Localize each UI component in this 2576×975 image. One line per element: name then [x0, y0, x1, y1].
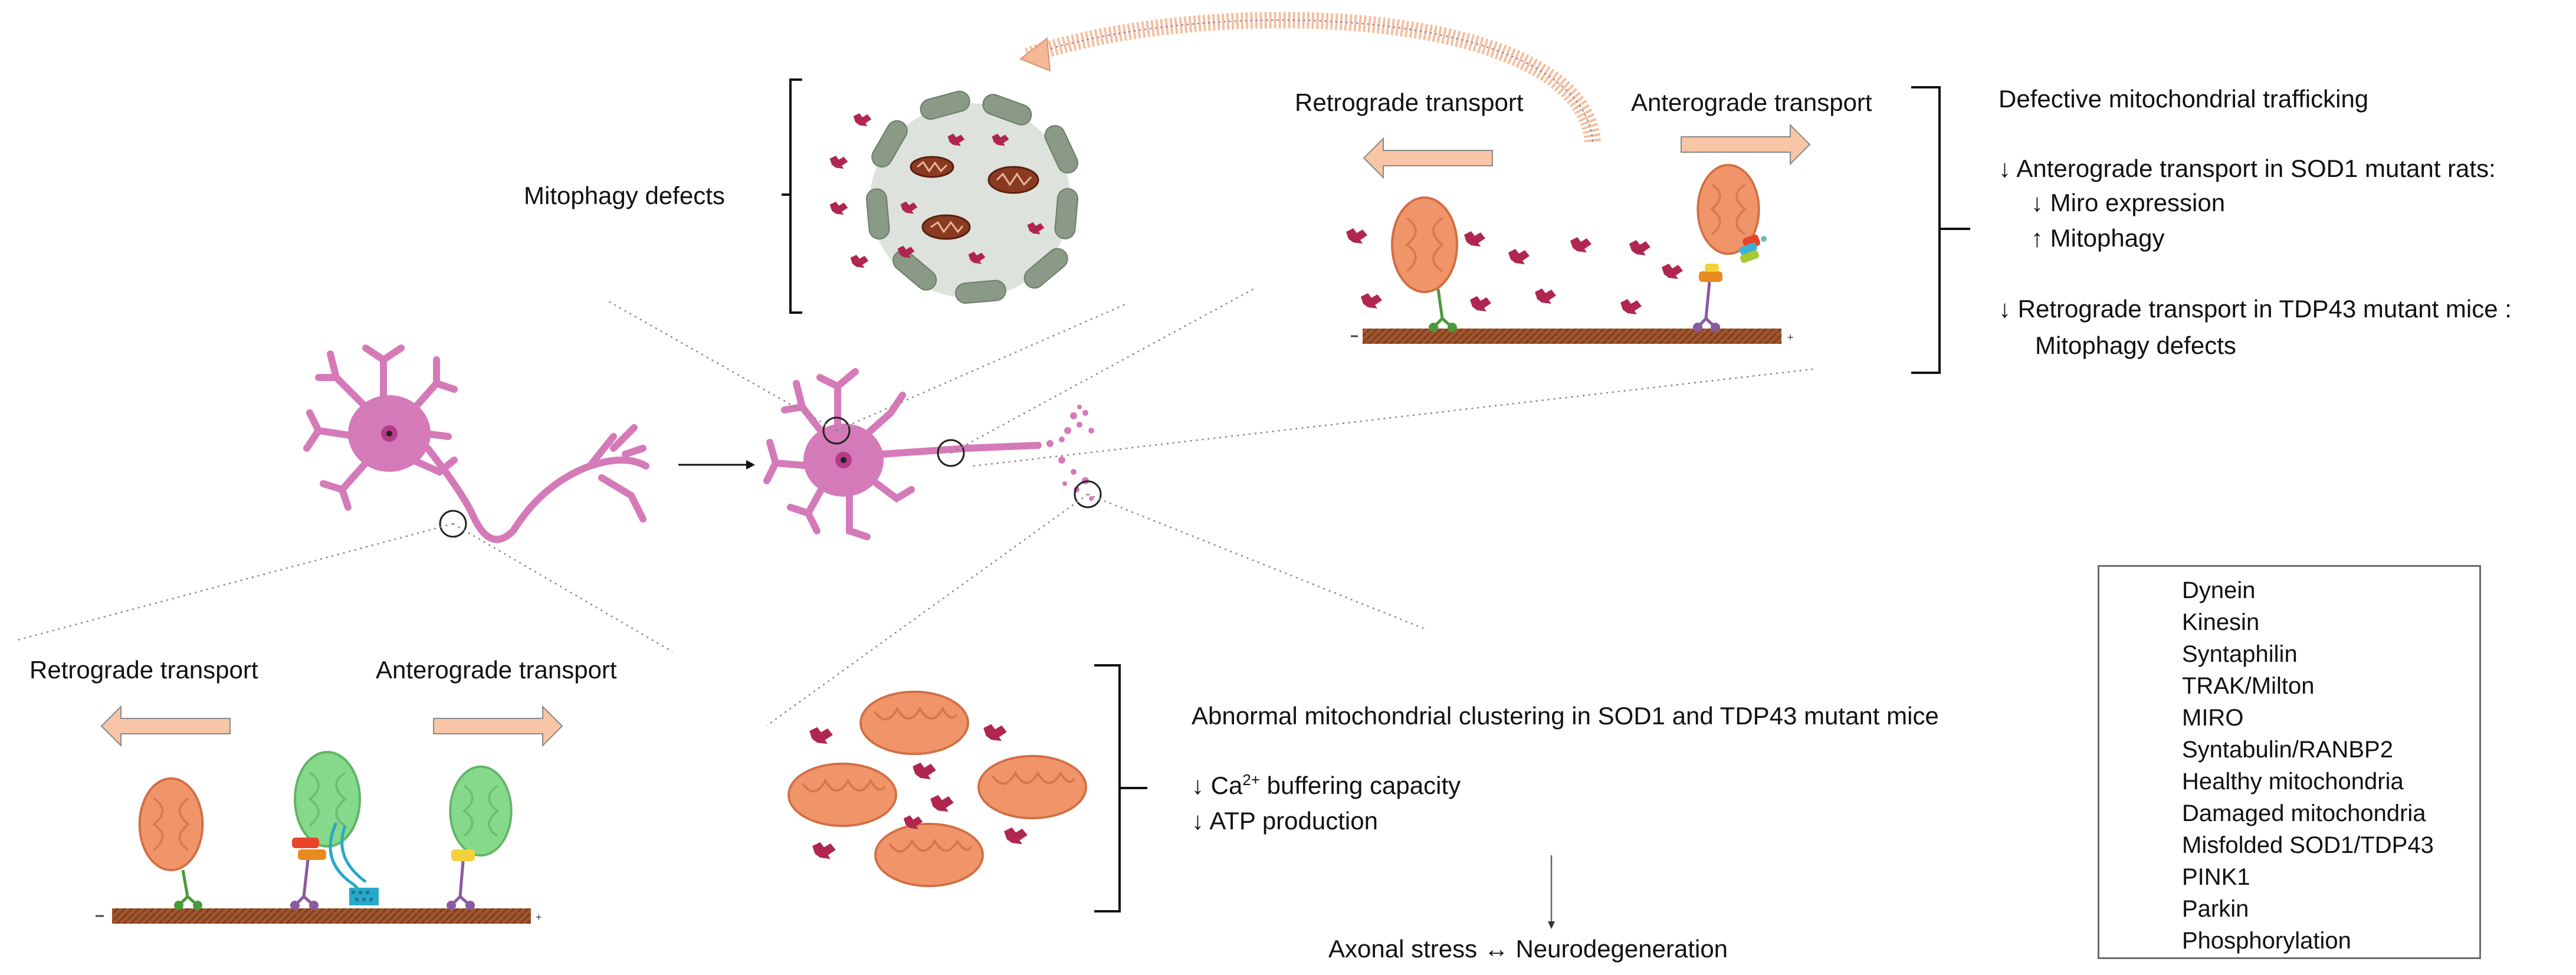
legend-item-dynein: Dynein	[2099, 575, 2479, 607]
trafficking-line-5: Mitophagy defects	[2035, 331, 2236, 359]
calcium-buffering-line: ↓ Ca2+ buffering capacity	[1192, 772, 1461, 800]
top-transport-panel: +	[1346, 86, 1970, 374]
trafficking-line-3: ↑ Mitophagy	[2031, 224, 2165, 252]
bottom-anterograde-label: Anterograde transport	[376, 656, 617, 684]
healthy-neuron	[303, 344, 649, 543]
legend-label: PINK1	[2182, 864, 2250, 890]
top-retrograde-label: Retrograde transport	[1295, 88, 1524, 116]
clustering-panel	[787, 664, 1555, 929]
legend-label: Syntabulin/RANBP2	[2182, 737, 2393, 763]
anterograde-arrow-bottom	[433, 705, 563, 747]
retrograde-arrow-top	[1363, 137, 1493, 179]
legend: Dynein Kinesin Syntaphilin TRAK/Milton M…	[2098, 565, 2481, 959]
legend-label: Damaged mitochondria	[2182, 800, 2426, 826]
legend-label: Parkin	[2182, 896, 2249, 922]
trafficking-line-2: ↓ Miro expression	[2031, 189, 2226, 216]
legend-item-trak-milton: TRAK/Milton	[2099, 671, 2479, 702]
legend-item-phosphorylation: Phosphorylation	[2099, 925, 2479, 957]
legend-item-syntabulin: Syntabulin/RANBP2	[2099, 734, 2479, 766]
legend-label: Healthy mitochondria	[2182, 769, 2404, 795]
legend-label: Misfolded SOD1/TDP43	[2182, 832, 2434, 858]
diseased-neuron	[763, 368, 1094, 540]
legend-item-misfolded-protein: Misfolded SOD1/TDP43	[2099, 830, 2479, 862]
legend-item-healthy-mitochondria: Healthy mitochondria	[2099, 766, 2479, 798]
clustering-title: Abnormal mitochondrial clustering in SOD…	[1192, 702, 1939, 730]
zoom-circles	[439, 416, 1102, 538]
bottom-transport-panel: +	[96, 705, 563, 924]
legend-label: Kinesin	[2182, 609, 2260, 635]
adaptor-complex-top	[1699, 234, 1767, 282]
calcium-prefix: ↓ Ca	[1192, 772, 1243, 799]
progression-arrow	[678, 460, 755, 470]
legend-item-pink1: PINK1	[2099, 862, 2479, 894]
mitophagy-panel	[782, 78, 1079, 314]
legend-label: Syntaphilin	[2182, 641, 2298, 667]
atp-production-line: ↓ ATP production	[1192, 807, 1378, 835]
calcium-suffix: buffering capacity	[1260, 772, 1461, 799]
svg-text:+: +	[1787, 331, 1794, 343]
anterograde-arrow-top	[1681, 123, 1811, 166]
legend-item-miro: MIRO	[2099, 702, 2479, 734]
legend-label: TRAK/Milton	[2182, 673, 2315, 699]
svg-text:+: +	[536, 911, 542, 923]
bottom-retrograde-label: Retrograde transport	[29, 656, 258, 684]
guide-lines	[17, 288, 1817, 727]
trafficking-line-1: ↓ Anterograde transport in SOD1 mutant r…	[1999, 155, 2496, 182]
legend-label: Phosphorylation	[2182, 928, 2351, 954]
legend-item-parkin: Parkin	[2099, 894, 2479, 925]
retrograde-arrow-bottom	[100, 705, 231, 747]
trafficking-title: Defective mitochondrial trafficking	[1999, 85, 2369, 113]
legend-item-syntaphilin: Syntaphilin	[2099, 639, 2479, 671]
trafficking-line-4: ↓ Retrograde transport in TDP43 mutant m…	[1999, 295, 2512, 323]
outcome-label: Axonal stress ↔ Neurodegeneration	[1328, 935, 1728, 963]
legend-item-damaged-mitochondria: Damaged mitochondria	[2099, 798, 2479, 830]
mitophagy-flow-arrow	[1019, 12, 1601, 143]
legend-item-kinesin: Kinesin	[2099, 607, 2479, 639]
calcium-superscript: 2+	[1242, 771, 1261, 789]
legend-label: Dynein	[2182, 577, 2256, 603]
legend-label: MIRO	[2182, 705, 2244, 731]
top-anterograde-label: Anterograde transport	[1631, 88, 1872, 116]
mitophagy-defects-label: Mitophagy defects	[524, 182, 725, 209]
